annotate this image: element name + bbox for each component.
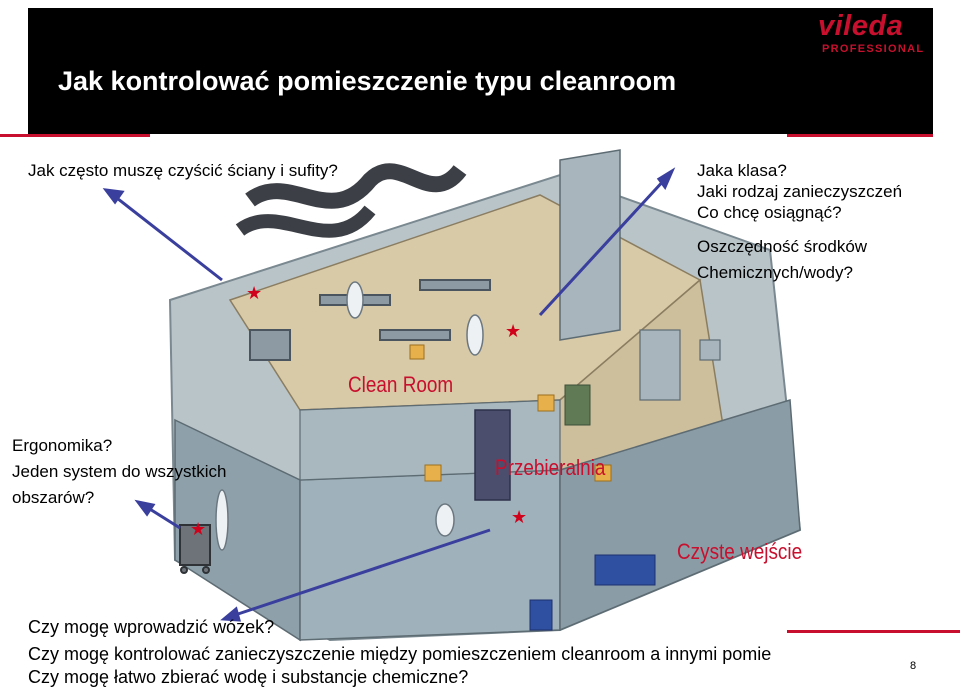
question-class: Jaka klasa? [697, 161, 787, 180]
question-walls: Jak często muszę czyścić ściany i sufity… [28, 161, 338, 180]
question-one-system: Jeden system do wszystkich [12, 462, 227, 481]
red-divider-bottom [787, 630, 960, 633]
question-contamination: Jaki rodzaj zanieczyszczeń [697, 182, 903, 201]
question-collect-water: Czy mogę łatwo zbierać wodę i substancje… [28, 667, 469, 687]
star-marker-cleanroom: ★ [505, 321, 522, 341]
question-areas: obszarów? [12, 488, 95, 507]
star-marker-changing: ★ [511, 507, 528, 527]
title-bar [28, 8, 933, 134]
red-divider-right [787, 134, 933, 137]
wall-panels [409, 344, 612, 482]
slide-title: Jak kontrolować pomieszczenie typu clean… [58, 66, 677, 96]
question-cart: Czy mogę wprowadzić wózek? [28, 617, 275, 637]
air-handler-cabinet [559, 149, 621, 341]
label-clean-room: Clean Room [348, 372, 454, 397]
entry-mat [594, 554, 656, 586]
label-clean-entry: Czyste wejście [677, 539, 803, 564]
workers [215, 281, 484, 551]
label-changing-room: Przebieralnia [495, 455, 606, 480]
question-control: Czy mogę kontrolować zanieczyszczenie mi… [28, 644, 772, 664]
page-number: 8 [910, 660, 917, 672]
question-chemicals: Chemicznych/wody? [697, 263, 853, 282]
question-arrows [102, 167, 676, 622]
red-divider-left [0, 134, 150, 137]
locker [474, 409, 511, 501]
logo-brand: vileda [818, 10, 904, 42]
front-wall-mid [299, 469, 561, 641]
cart [179, 524, 211, 574]
logo-subtitle: PROFESSIONAL [822, 43, 925, 55]
vileda-logo: vileda PROFESSIONAL [818, 10, 928, 60]
question-savings: Oszczędność środków [697, 237, 868, 256]
air-ducts [245, 163, 467, 209]
star-marker-ceiling: ★ [246, 283, 263, 303]
question-goal: Co chcę osiągnąć? [697, 203, 842, 222]
star-marker-cart: ★ [190, 519, 207, 539]
question-ergonomics: Ergonomika? [12, 436, 113, 455]
